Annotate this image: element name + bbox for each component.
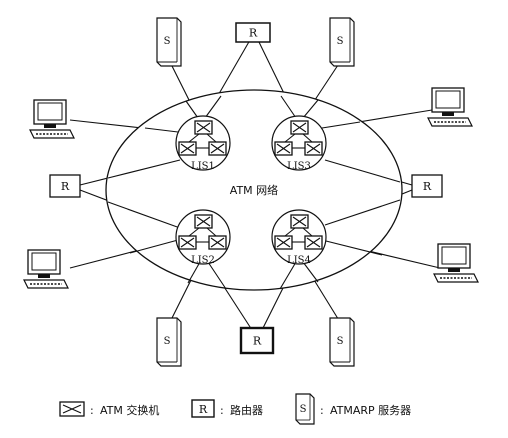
- router-right: R: [411, 174, 443, 198]
- atm-switch-top: [194, 120, 213, 135]
- server-top-right-letter: S: [337, 36, 344, 47]
- inner-link-segments: [107, 95, 401, 290]
- server-top-left-letter: S: [164, 36, 171, 47]
- inner-link-rl-lis2: [107, 201, 181, 229]
- server-bottom-left-letter: S: [164, 336, 171, 347]
- inner-link-rr-lis3: [324, 159, 401, 183]
- atmarp-servers: S S S S: [156, 17, 355, 367]
- legend-separator-3: :: [320, 404, 324, 417]
- router-left: R: [49, 174, 81, 198]
- router-top-letter: R: [249, 27, 258, 40]
- lis-label-2: LIS2: [191, 255, 215, 266]
- lis-group-3: LIS3: [271, 115, 327, 172]
- legend-server-icon: S: [295, 393, 315, 425]
- inner-link-htl-lis1: [144, 127, 179, 133]
- switch-link: [206, 133, 217, 143]
- atm-switch-right: [208, 141, 227, 156]
- inner-link-sbl-lis2: [187, 261, 201, 284]
- atm-switch-top: [290, 120, 309, 135]
- atm-switch-left: [274, 235, 293, 250]
- switch-link: [302, 133, 313, 143]
- lis-group-2: LIS2: [175, 209, 231, 266]
- legend-router-icon: R: [191, 399, 215, 418]
- routers: R R R R: [49, 22, 443, 355]
- switch-link: [284, 133, 296, 143]
- inner-link-stl-lis1: [185, 100, 199, 119]
- server-bottom-right: S: [329, 317, 355, 367]
- lis-circle: [271, 209, 327, 265]
- inner-link-rr-lis4: [324, 199, 401, 226]
- atm-network-label: ATM 网络: [230, 183, 278, 197]
- inner-link-sbr-lis4: [302, 261, 319, 283]
- switch-link: [188, 133, 200, 143]
- monitor-screen: [441, 246, 467, 265]
- router-left-letter: R: [61, 180, 70, 193]
- server-top-right: S: [329, 17, 355, 67]
- atm-switch-left: [178, 141, 197, 156]
- lis-circle: [271, 115, 327, 171]
- host-bottom-right: [433, 243, 479, 283]
- lis-group-4: LIS4: [271, 209, 327, 266]
- legend: : ATM 交换机 R : 路由器 S : ATMARP 服务器: [59, 393, 411, 425]
- router-bottom-letter: R: [253, 335, 262, 348]
- legend-separator-1: :: [90, 404, 94, 417]
- lis-circle: [175, 209, 231, 265]
- inner-link-rl-lis1: [107, 159, 181, 179]
- router-right-letter: R: [423, 180, 432, 193]
- monitor-screen: [31, 252, 57, 271]
- lis-circle: [175, 115, 231, 171]
- switch-link: [188, 227, 200, 237]
- inner-link-hbl-lis2: [129, 239, 179, 254]
- inner-link-top-lis3: [280, 95, 297, 119]
- switch-link: [284, 227, 296, 237]
- legend-switch-icon: [59, 401, 85, 417]
- legend-router-letter: R: [199, 403, 208, 416]
- server-bottom-right-letter: S: [337, 336, 344, 347]
- atm-switch-left: [178, 235, 197, 250]
- legend-server-letter: S: [300, 404, 307, 415]
- legend-router-text: 路由器: [230, 403, 263, 417]
- legend-switch-text: ATM 交换机: [100, 403, 159, 417]
- router-top: R: [235, 22, 271, 43]
- hosts: [23, 87, 479, 289]
- atm-switch-left: [274, 141, 293, 156]
- server-bottom-left: S: [156, 317, 182, 367]
- server-top-left: S: [156, 17, 182, 67]
- inner-link-top-lis1: [204, 95, 222, 119]
- lis-group-1: LIS1: [175, 115, 231, 172]
- legend-separator-2: :: [220, 404, 224, 417]
- atm-switch-top: [194, 214, 213, 229]
- host-top-right: [427, 87, 473, 127]
- switch-link: [206, 227, 217, 237]
- atm-switch-right: [208, 235, 227, 250]
- lis-label-4: LIS4: [287, 255, 311, 266]
- inner-link-htr-lis3: [321, 121, 361, 129]
- monitor-screen: [37, 102, 63, 121]
- lis-label-3: LIS3: [287, 161, 311, 172]
- lis-label-1: LIS1: [191, 161, 215, 172]
- atm-switch-top: [290, 214, 309, 229]
- atm-switch-right: [304, 141, 323, 156]
- router-bottom: R: [239, 326, 275, 355]
- inner-link-hbr-lis4: [321, 239, 383, 256]
- inner-link-rb-lis4: [279, 261, 297, 290]
- switch-link: [302, 227, 313, 237]
- legend-server-text: ATMARP 服务器: [330, 404, 411, 417]
- inner-link-rb-lis2: [207, 261, 227, 290]
- inner-link-str-lis3: [302, 99, 319, 119]
- atm-switch-right: [304, 235, 323, 250]
- host-top-left: [29, 99, 75, 139]
- monitor-screen: [435, 90, 461, 109]
- host-bottom-left: [23, 249, 69, 289]
